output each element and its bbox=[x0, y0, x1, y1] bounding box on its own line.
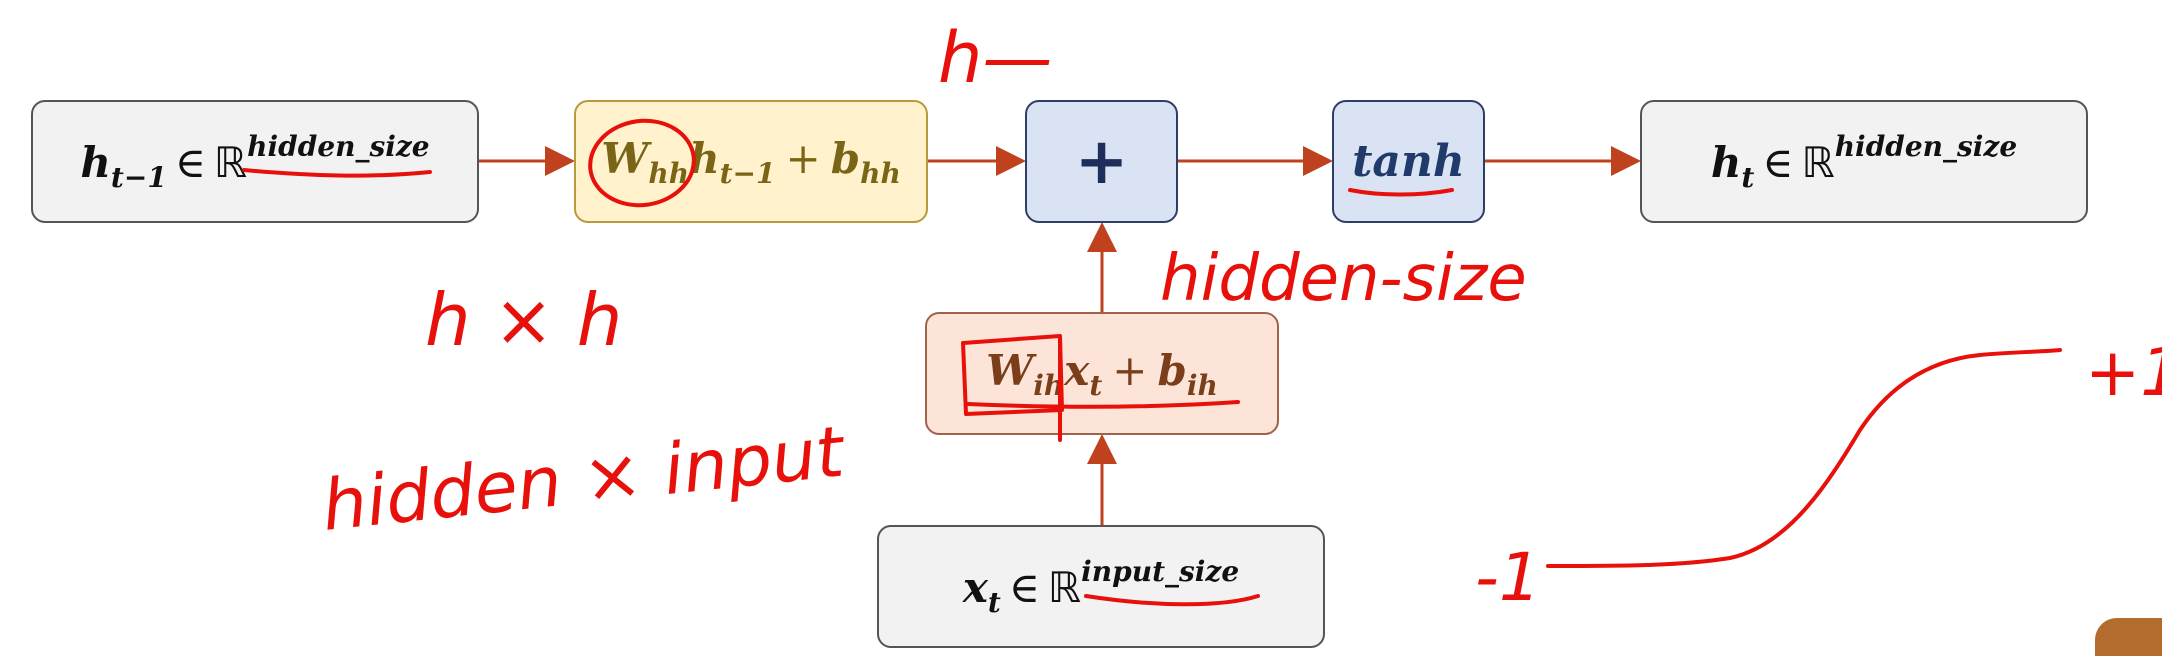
tanh-label: tanh bbox=[1352, 136, 1465, 187]
wih-b-sub: ih bbox=[1186, 368, 1218, 402]
h-prev-sub: t−1 bbox=[110, 160, 167, 194]
h-prev-space: ℝ bbox=[213, 137, 248, 187]
ink-circle-whh bbox=[588, 118, 696, 208]
h-t-rel: ∈ bbox=[1762, 137, 1794, 187]
x-t-space: ℝ bbox=[1047, 562, 1082, 612]
h-prev-node: ht−1∈ℝhidden_size bbox=[31, 100, 479, 223]
h-prev-formula: ht−1∈ℝhidden_size bbox=[80, 130, 429, 194]
ink-underline-xt-sup bbox=[1084, 594, 1260, 607]
h-prev-base: h bbox=[80, 137, 111, 187]
ink-h-x-h: h × h bbox=[425, 278, 622, 362]
ink-underline-hprev-sup bbox=[242, 168, 432, 178]
x-t-base: x bbox=[962, 562, 988, 612]
ink-plus-one: +1 bbox=[2085, 334, 2162, 411]
x-t-sub: t bbox=[987, 585, 1001, 619]
h-t-sub: t bbox=[1741, 160, 1755, 194]
wih-plus: + bbox=[1112, 345, 1148, 395]
ink-hidden-size: hidden-size bbox=[1160, 242, 1527, 316]
ink-box-wih bbox=[961, 334, 1064, 442]
ink-hidden-x-input: hidden × input bbox=[318, 410, 850, 547]
sum-symbol: + bbox=[1074, 124, 1129, 199]
ink-tanh-curve bbox=[1546, 348, 2062, 568]
h-t-node: ht∈ℝhidden_size bbox=[1640, 100, 2088, 223]
x-t-node: xt∈ℝinput_size bbox=[877, 525, 1325, 648]
corner-photo-fragment bbox=[2095, 618, 2162, 656]
h-t-sup: hidden_size bbox=[1834, 129, 2018, 163]
wih-x-sub: t bbox=[1089, 368, 1103, 402]
x-t-formula: xt∈ℝinput_size bbox=[963, 555, 1239, 619]
sum-node: + bbox=[1025, 100, 1178, 223]
h-t-base: h bbox=[1710, 137, 1742, 187]
h-t-formula: ht∈ℝhidden_size bbox=[1711, 130, 2017, 194]
whh-plus: + bbox=[785, 133, 821, 183]
h-prev-rel: ∈ bbox=[174, 137, 206, 187]
wih-x: x bbox=[1064, 345, 1090, 395]
x-t-rel: ∈ bbox=[1008, 562, 1040, 612]
wih-w: W bbox=[986, 345, 1034, 395]
whh-h-sub: t−1 bbox=[719, 156, 776, 190]
whh-b-sub: hh bbox=[860, 156, 901, 190]
ink-h-top: h— bbox=[938, 17, 1052, 99]
whh-b: b bbox=[830, 133, 861, 183]
whh-w: W bbox=[601, 133, 649, 183]
wih-formula: Wihxt+bih bbox=[986, 346, 1218, 402]
tanh-node: tanh bbox=[1332, 100, 1485, 223]
ink-minus-one: -1 bbox=[1475, 539, 1541, 616]
whh-formula: Whhht−1+bhh bbox=[601, 134, 901, 190]
x-t-sup: input_size bbox=[1081, 554, 1240, 588]
ink-underline-wih bbox=[966, 400, 1240, 409]
wih-b: b bbox=[1157, 345, 1187, 395]
whh-w-sub: hh bbox=[648, 156, 690, 190]
ink-underline-tanh bbox=[1348, 188, 1454, 197]
h-prev-sup: hidden_size bbox=[247, 129, 430, 163]
h-t-space: ℝ bbox=[1801, 137, 1835, 187]
